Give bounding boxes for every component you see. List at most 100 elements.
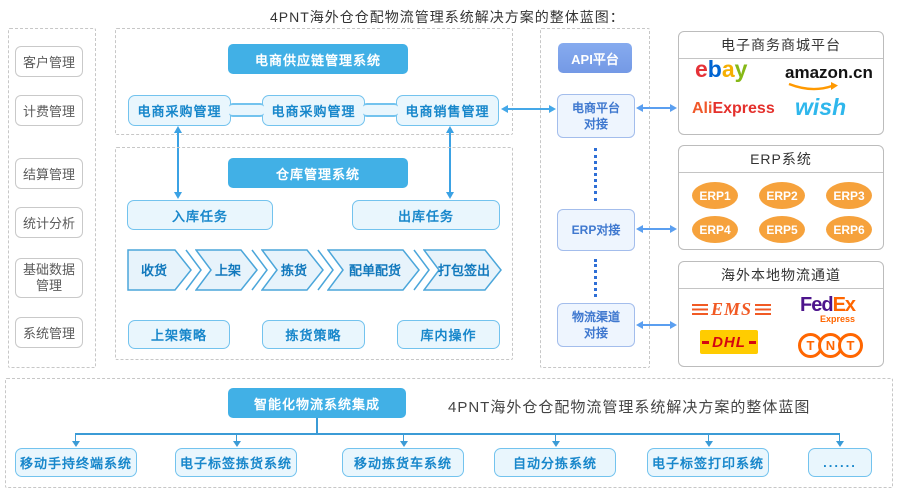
box-mobile-picking-cart: 移动拣货车系统 (342, 448, 464, 477)
arrowhead-down-icon (835, 441, 844, 447)
ebay-letter: e (695, 56, 708, 82)
arrow-shaft (449, 133, 451, 192)
dhl-text: DHL (712, 333, 746, 351)
arrowhead-down-icon (399, 441, 408, 447)
connector-bar-1 (229, 103, 264, 117)
sidebar-item-system-mgmt: 系统管理 (15, 317, 83, 348)
ebay-letter: y (734, 56, 748, 82)
dotted-connector (594, 259, 597, 297)
tree-arrow-3 (399, 433, 408, 447)
arrowhead-left-icon (501, 105, 508, 113)
mall-panel-title: 电子商务商城平台 (679, 32, 883, 59)
box-auto-sorting-system: 自动分拣系统 (494, 448, 616, 477)
erp-panel-title: ERP系统 (679, 146, 883, 173)
box-ecommerce-platform-dock: 电商平台对接 (557, 94, 635, 138)
ems-stripes-icon (755, 304, 772, 315)
erp3-node: ERP3 (826, 182, 872, 209)
dotted-connector (594, 148, 597, 201)
ems-text: EMS (711, 299, 753, 319)
arrowhead-left-icon (636, 321, 643, 329)
ebay-letter: a (721, 56, 735, 82)
box-logistics-channel-dock: 物流渠道对接 (557, 303, 635, 347)
arrowhead-down-icon (232, 441, 241, 447)
chevron-separator-icon (185, 249, 202, 291)
arrowhead-right-icon (670, 104, 677, 112)
svg-text:收货: 收货 (141, 263, 167, 278)
aliexpress-part: Ali (692, 100, 713, 117)
ebay-letter: b (707, 56, 722, 82)
mall-panel: 电子商务商城平台 (678, 31, 884, 135)
tree-crossbar (75, 433, 839, 435)
svg-text:上架: 上架 (215, 263, 241, 278)
aliexpress-logo: AliExpress (692, 100, 775, 118)
smart-logistics-section (5, 378, 893, 488)
arrowhead-up-icon (446, 126, 454, 133)
warehouse-header: 仓库管理系统 (228, 158, 408, 188)
wish-logo: wish (795, 94, 847, 120)
aliexpress-part: Express (712, 100, 775, 117)
arrow-shaft (177, 133, 179, 192)
box-inwarehouse-operation: 库内操作 (397, 320, 500, 349)
chevron-step-packing: 打包签出 (423, 249, 502, 291)
double-arrow-dock-to-erp (636, 225, 677, 233)
box-erp-dock: ERP对接 (557, 209, 635, 251)
sidebar-item-customer-mgmt: 客户管理 (15, 46, 83, 77)
svg-text:拣货: 拣货 (281, 263, 307, 278)
box-mobile-handheld-terminal: 移动手持终端系统 (15, 448, 137, 477)
box-picking-strategy: 拣货策略 (262, 320, 365, 349)
chevron-separator-icon (317, 249, 334, 291)
box-ecommerce-sales: 电商销售管理 (396, 95, 499, 126)
dhl-logo: DHL (700, 330, 758, 354)
arrowhead-right-icon (670, 321, 677, 329)
box-etag-picking-system: 电子标签拣货系统 (175, 448, 297, 477)
smart-logistics-header: 智能化物流系统集成 (228, 388, 406, 418)
fedex-express: Express (820, 314, 856, 324)
ebay-logo: ebay (695, 56, 747, 83)
svg-text:配单配货: 配单配货 (349, 263, 401, 278)
supply-chain-header: 电商供应链管理系统 (228, 44, 408, 74)
arrow-shaft (643, 107, 670, 109)
box-outbound-task: 出库任务 (352, 200, 500, 230)
double-arrow-purchase-inbound (173, 126, 183, 199)
erp1-node: ERP1 (692, 182, 738, 209)
sidebar-item-billing-mgmt: 计费管理 (15, 95, 83, 126)
box-ecommerce-purchase-1: 电商采购管理 (128, 95, 231, 126)
dhl-dash-icon (748, 340, 756, 344)
tree-arrow-4 (551, 433, 560, 447)
chevron-step-shelving: 上架 (195, 249, 258, 291)
double-arrow-sales-outbound (445, 126, 455, 199)
tnt-circle: T (838, 333, 863, 358)
arrowhead-down-icon (71, 441, 80, 447)
tree-arrow-6 (835, 433, 844, 447)
chevron-step-receiving: 收货 (127, 249, 192, 291)
dhl-dash-icon (702, 340, 710, 344)
double-arrow-dock-to-logistics (636, 321, 677, 329)
erp2-node: ERP2 (759, 182, 805, 209)
arrowhead-down-icon (551, 441, 560, 447)
arrowhead-down-icon (174, 192, 182, 199)
bottom-caption: 4PNT海外仓仓配物流管理系统解决方案的整体蓝图 (448, 399, 811, 416)
amazon-logo: amazon.cn (785, 63, 873, 82)
double-arrow-sales-to-dock (501, 105, 556, 113)
chevron-step-order-allocation: 配单配货 (327, 249, 420, 291)
box-ellipsis: ...... (808, 448, 872, 477)
erp5-node: ERP5 (759, 216, 805, 243)
amazon-smile-icon (788, 82, 838, 91)
api-platform-header: API平台 (558, 43, 632, 73)
arrow-shaft (643, 324, 670, 326)
fedex-logo: FedEx Express (800, 294, 856, 324)
logistics-panel-title: 海外本地物流通道 (679, 262, 883, 289)
arrowhead-down-icon (446, 192, 454, 199)
connector-bar-2 (363, 103, 398, 117)
arrow-shaft (508, 108, 549, 110)
arrow-shaft (643, 228, 670, 230)
arrowhead-left-icon (636, 225, 643, 233)
box-etag-printing-system: 电子标签打印系统 (647, 448, 769, 477)
ems-stripes-icon (692, 304, 708, 315)
tree-arrow-1 (71, 433, 80, 447)
tree-stem (316, 418, 318, 434)
arrowhead-right-icon (670, 225, 677, 233)
supply-chain-section (115, 28, 513, 135)
tree-arrow-5 (704, 433, 713, 447)
